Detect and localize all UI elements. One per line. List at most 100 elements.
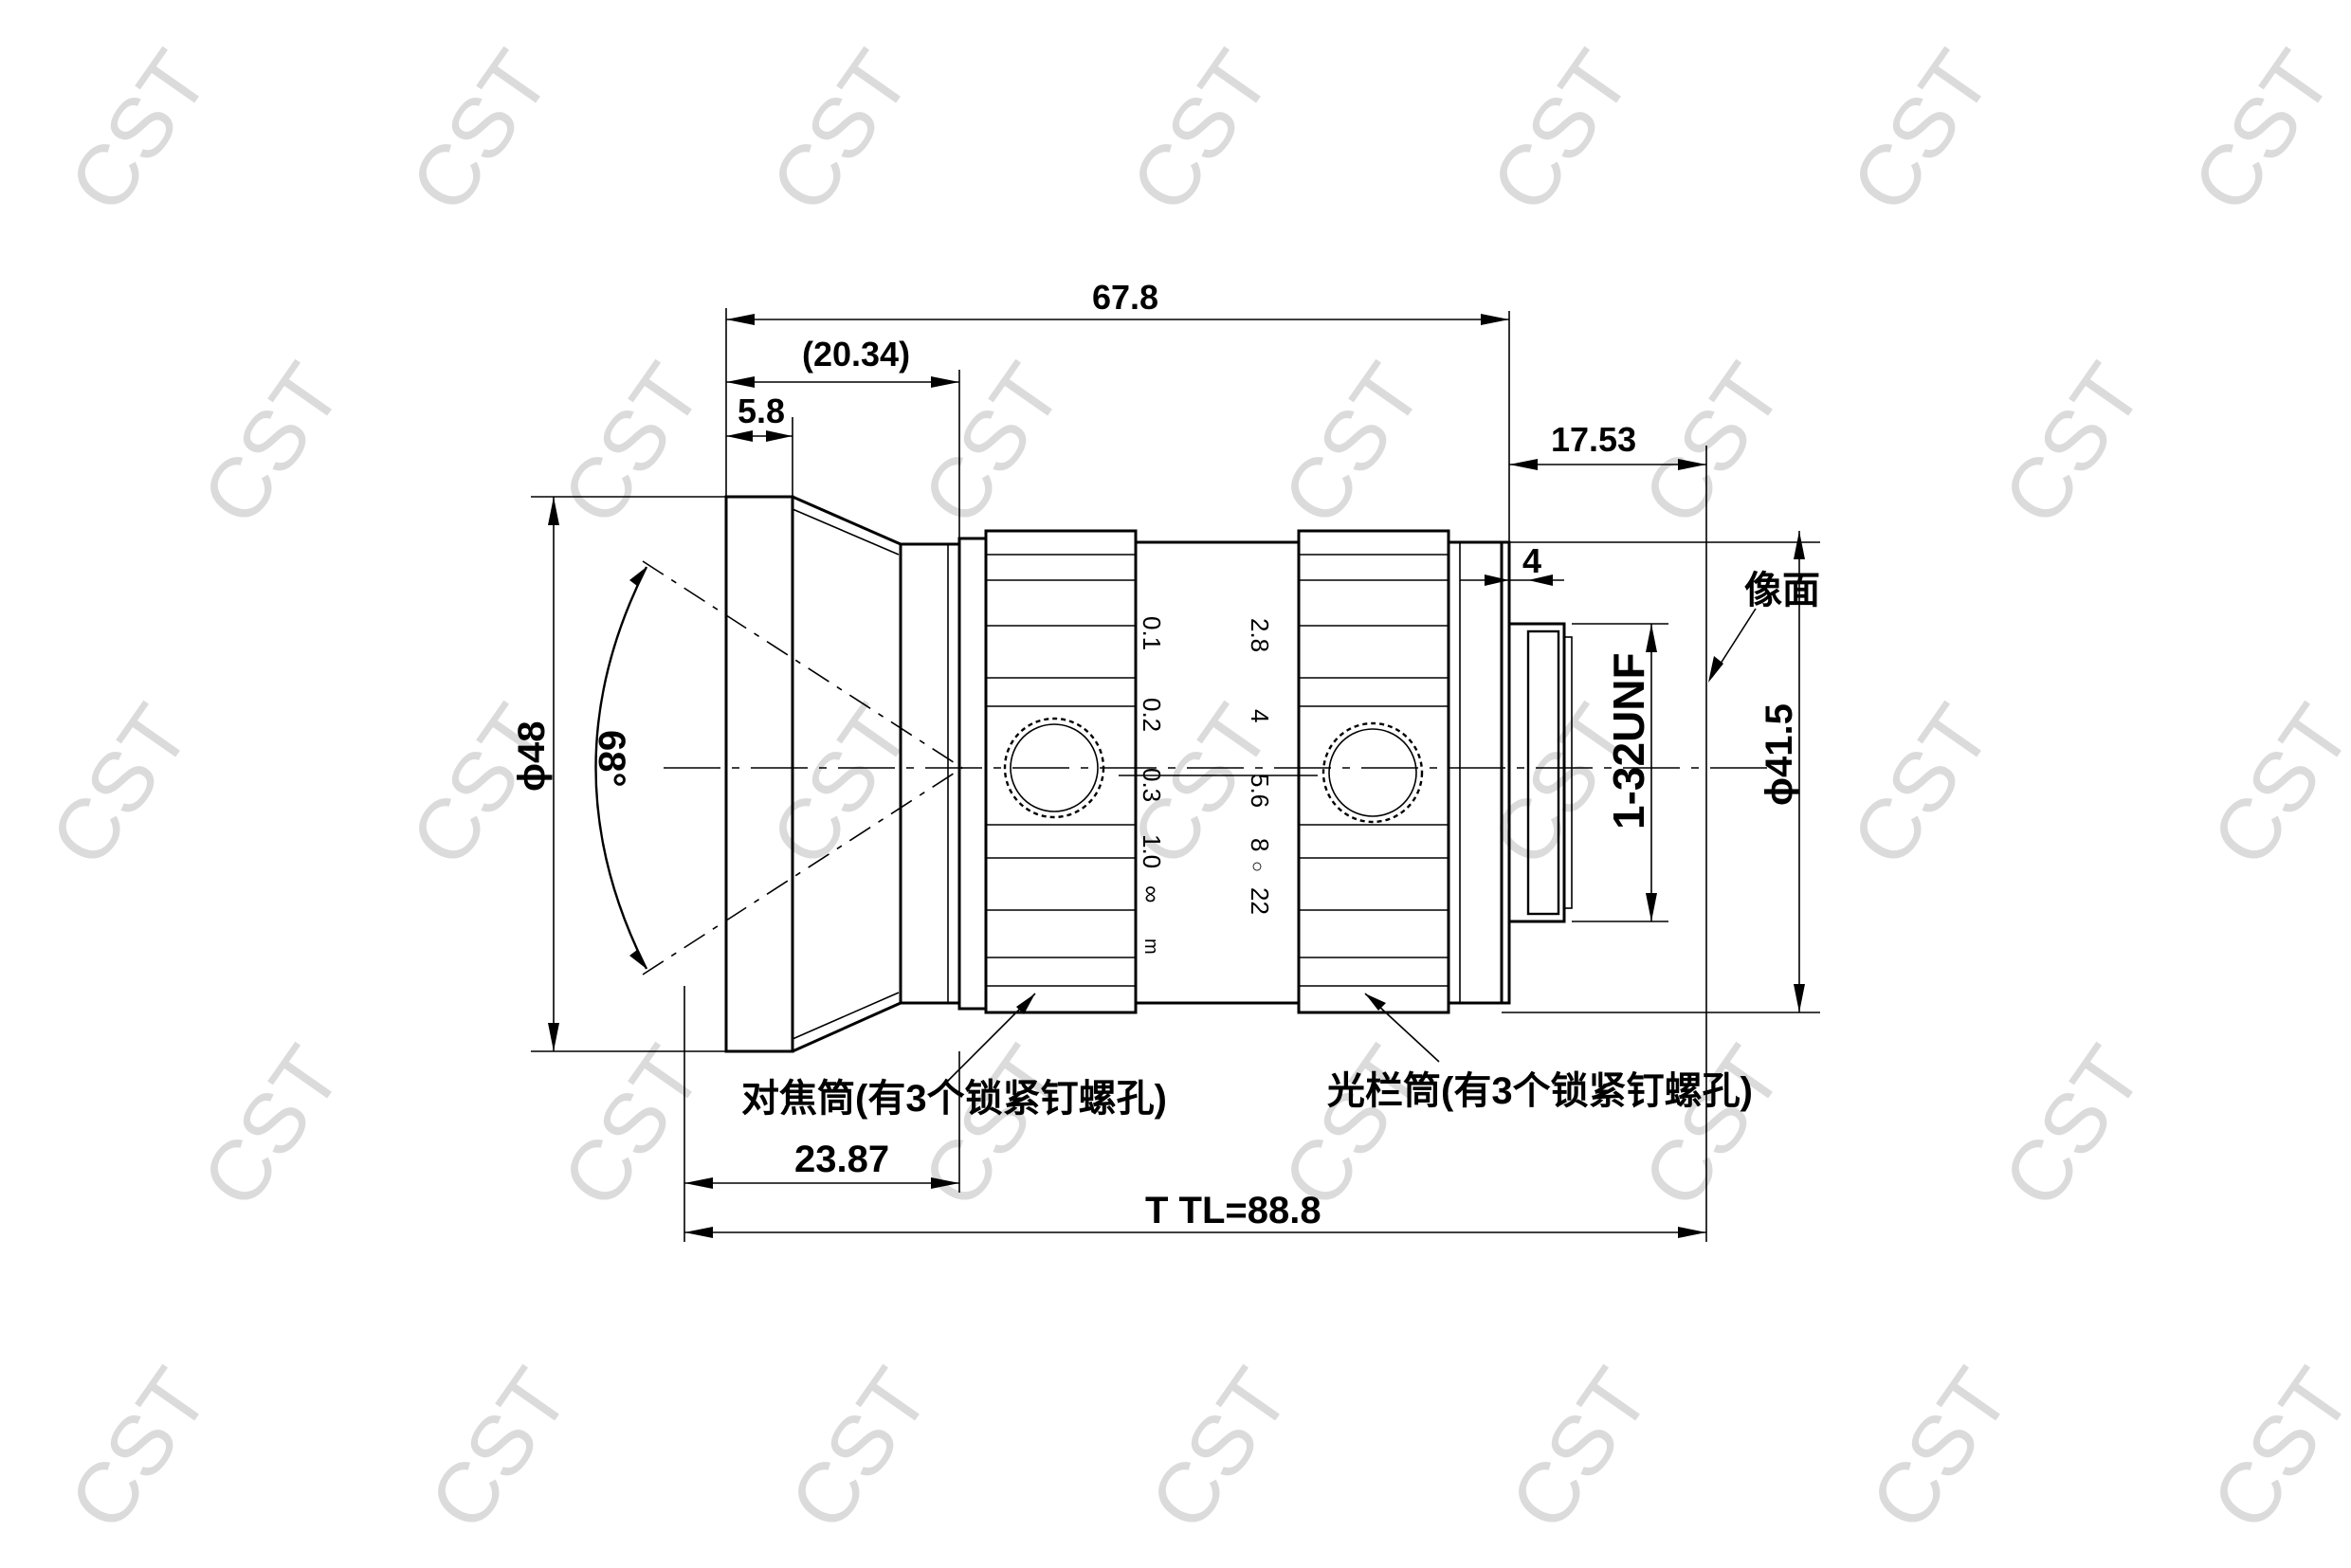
watermark: CST [904, 1030, 1080, 1225]
label-ref-length: (20.34) [802, 335, 910, 374]
focus-value: 0.1 [1138, 616, 1166, 650]
watermark: CST [772, 1353, 947, 1547]
watermark-layer: CST CST CST CST CST CST CST CST CST CST … [32, 35, 2351, 1547]
front-taper-inner [792, 508, 900, 556]
watermark: CST [1833, 35, 2009, 229]
iris-barrel [1297, 529, 1450, 1014]
arrowhead [726, 376, 755, 388]
arrowhead [1708, 656, 1723, 683]
label-overall-length: 67.8 [1092, 278, 1158, 317]
arrowhead [684, 1227, 713, 1238]
watermark: CST [544, 348, 720, 542]
arrowhead [726, 430, 753, 442]
label-rear-diameter: ϕ41.5 [1759, 703, 1800, 806]
iris-value: 22 [1246, 887, 1274, 915]
arrowhead [1646, 624, 1657, 652]
arc-arrowhead [629, 950, 647, 969]
arrowhead [1485, 574, 1509, 586]
arrowhead [1365, 994, 1386, 1011]
fov-line [642, 767, 963, 975]
watermark: CST [1852, 1353, 2028, 1547]
watermark: CST [753, 35, 928, 229]
watermark: CST [1625, 1030, 1800, 1225]
watermark: CST [51, 35, 227, 229]
arrowhead [684, 1177, 713, 1189]
arrowhead [1016, 994, 1035, 1014]
watermark: CST [1985, 1030, 2160, 1225]
label-front-offset: 23.87 [794, 1139, 889, 1180]
arrowhead [548, 497, 559, 525]
label-angle: 68° [591, 730, 632, 788]
neck-step [957, 537, 988, 1011]
focus-scale: 0.1 0.2 0.3 1.0 ∞ m [1138, 616, 1166, 955]
arrowhead [766, 430, 793, 442]
watermark: CST [1473, 35, 1649, 229]
watermark: CST [2194, 689, 2351, 884]
fov-line [642, 560, 963, 769]
lock-screw [1321, 721, 1424, 824]
front-hood [724, 495, 794, 1053]
iris-value: 2.8 [1246, 618, 1274, 652]
watermark: CST [184, 348, 359, 542]
watermark: CST [411, 1353, 587, 1547]
c-mount-thread [1563, 636, 1573, 909]
rear-body [1447, 540, 1504, 1005]
front-taper-inner [792, 992, 900, 1040]
label-total-track: T TL=88.8 [1145, 1190, 1321, 1231]
watermark: CST [1113, 35, 1288, 229]
focus-barrel [984, 529, 1138, 1014]
label-front-diameter: ϕ48 [511, 721, 553, 792]
arrowhead [1678, 1227, 1706, 1238]
iris-value: 8 [1246, 838, 1274, 851]
watermark: CST [184, 1030, 359, 1225]
watermark: CST [1132, 1353, 1307, 1547]
arrowhead [931, 376, 959, 388]
angle-arc [594, 566, 648, 970]
watermark: CST [1492, 1353, 1668, 1547]
arrowhead [1794, 531, 1805, 559]
watermark: CST [2194, 1353, 2351, 1547]
label-flange-gap: 4 [1522, 541, 1541, 580]
watermark: CST [1985, 348, 2160, 542]
label-back-focus: 17.53 [1551, 420, 1636, 459]
arrowhead [1528, 574, 1553, 586]
label-focus-barrel: 对焦筒(有3个锁紧钉螺孔) [741, 1078, 1167, 1120]
focus-value: ∞ [1138, 885, 1166, 903]
iris-value: 4 [1246, 709, 1274, 722]
focus-value: 0.3 [1138, 768, 1166, 802]
watermark: CST [51, 1353, 227, 1547]
watermark: CST [392, 35, 568, 229]
arrowhead [1646, 893, 1657, 921]
watermark: CST [2175, 35, 2350, 229]
watermark: CST [753, 689, 928, 884]
dimension-labels: 67.8 (20.34) 5.8 17.53 4 像面 ϕ48 68° 1-32… [511, 278, 1820, 1231]
focus-value: 1.0 [1138, 834, 1166, 868]
label-thread: 1-32UNF [1604, 652, 1653, 830]
lens-body [594, 495, 1773, 1053]
watermark: CST [1265, 348, 1440, 542]
watermark: CST [544, 1030, 720, 1225]
arrowhead [1794, 984, 1805, 1012]
arc-arrowhead [629, 567, 647, 586]
iris-value: 5.6 [1246, 774, 1274, 808]
lock-screw-inner [1328, 728, 1417, 817]
arrowhead [931, 1177, 959, 1189]
arrowhead [1481, 314, 1509, 325]
arrowhead [726, 314, 755, 325]
label-image-plane: 像面 [1744, 570, 1820, 611]
label-iris-barrel: 光栏筒(有3个锁紧钉螺孔) [1327, 1070, 1753, 1112]
watermark: CST [1833, 689, 2009, 884]
arrowhead [1678, 459, 1706, 470]
arrowhead [548, 1023, 559, 1051]
label-front-step: 5.8 [738, 392, 785, 430]
focus-value: 0.2 [1138, 698, 1166, 732]
iris-value: ○ [1247, 861, 1267, 872]
dimension-lines [531, 308, 1820, 1242]
c-mount-inner [1526, 629, 1560, 916]
iris-scale: 2.8 4 5.6 8 ○ 22 [1246, 618, 1274, 915]
lock-screw [1003, 717, 1105, 819]
front-neck [899, 542, 961, 1005]
lock-screw-inner [1010, 723, 1099, 812]
watermark: CST [1625, 348, 1800, 542]
